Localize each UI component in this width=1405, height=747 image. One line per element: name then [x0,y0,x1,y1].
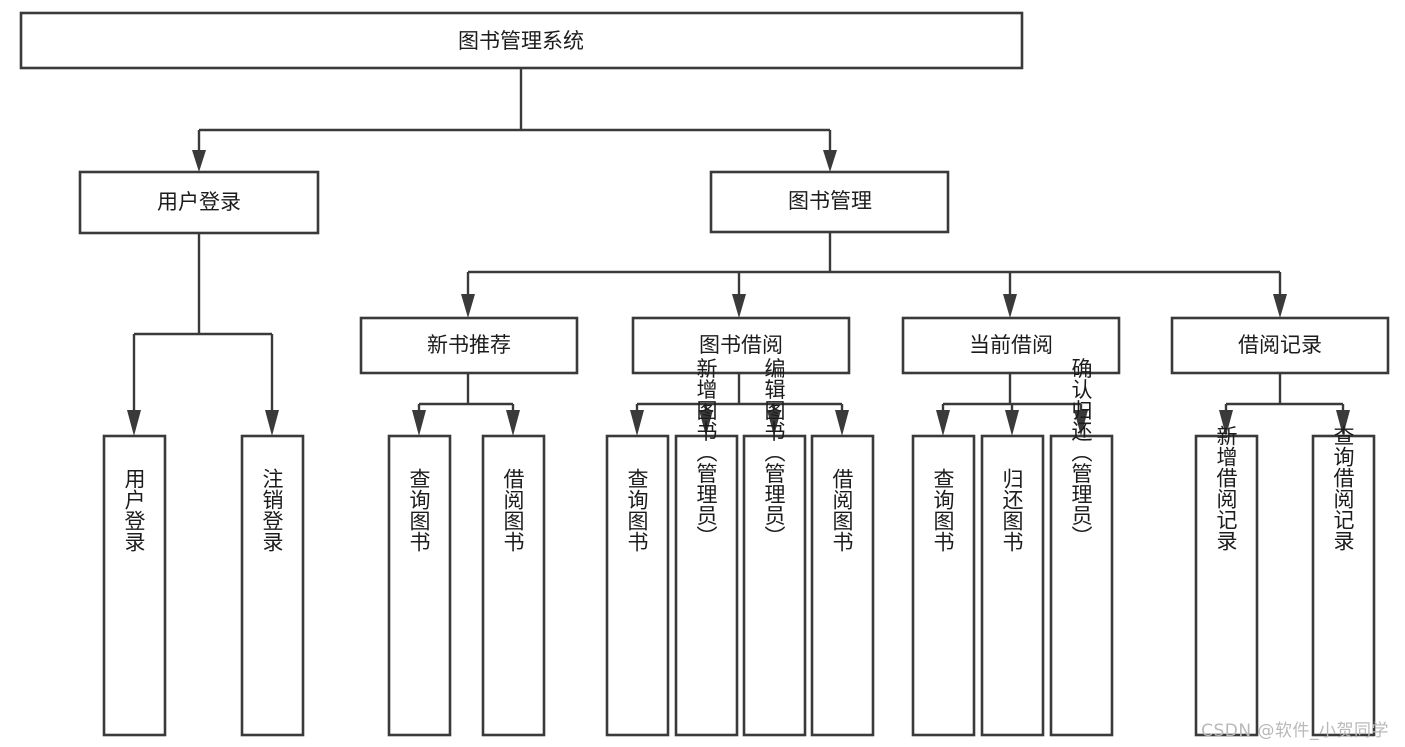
leaf-label-user-login-1: 用户登录 [122,468,146,552]
leaf-current-borrow-2[interactable]: 归还图书 [980,434,1045,737]
node-label-root: 图书管理系统 [458,29,584,53]
leaf-label-current-borrow-1: 查询图书 [931,468,955,552]
leaf-label-borrow-record-1: 新增借阅记录 [1214,425,1238,551]
node-current-borrow[interactable]: 当前借阅 [901,316,1121,375]
node-label-borrow-record: 借阅记录 [1238,333,1322,357]
leaf-box-current-borrow-3[interactable] [1049,434,1114,737]
leaf-new-book-2[interactable]: 借阅图书 [481,434,546,737]
arrow-bookborrow-leaf-1 [630,410,644,436]
node-box-book-borrow[interactable] [631,316,851,375]
arrow-currentborrow-leaf-2 [1005,410,1019,436]
arrow-currentborrow-leaf-3 [1074,410,1088,436]
arrow-bookborrow-leaf-2 [699,410,713,436]
leaf-box-book-borrow-4[interactable] [810,434,875,737]
arrow-userlogin-leaf-2 [265,410,279,436]
arrow-userlogin-leaf-1 [127,410,141,436]
node-user-login-module[interactable]: 用户登录 [78,170,320,235]
leaf-box-user-login-2[interactable] [240,434,305,737]
node-label-user-login: 用户登录 [157,190,241,214]
leaf-box-book-borrow-2[interactable] [674,434,739,737]
arrow-borrowrecord-leaf-2 [1336,410,1350,436]
node-box-book-manage[interactable] [709,170,950,234]
arrow-root-to-book-manage [823,150,837,172]
node-label-new-book-recommend: 新书推荐 [427,333,511,357]
node-box-root[interactable] [19,11,1024,70]
leaf-box-current-borrow-1[interactable] [911,434,976,737]
leaf-label-book-borrow-2: 新增图书（管理员） [694,358,718,547]
leaf-book-borrow-4[interactable]: 借阅图书 [810,434,875,737]
leaf-new-book-1[interactable]: 查询图书 [387,434,452,737]
leaf-box-book-borrow-3[interactable] [742,434,807,737]
leaf-borrow-record-1[interactable]: 新增借阅记录 [1194,425,1259,737]
leaf-label-user-login-2: 注销登录 [260,468,284,552]
leaf-label-current-borrow-2: 归还图书 [1000,468,1024,552]
leaf-box-new-book-1[interactable] [387,434,452,737]
leaf-label-borrow-record-2: 查询借阅记录 [1331,425,1355,551]
leaf-box-book-borrow-1[interactable] [605,434,670,737]
arrow-root-to-user-login [192,150,206,172]
leaf-current-borrow-3[interactable]: 确认归还（管理员） [1049,358,1114,737]
node-label-book-manage: 图书管理 [788,189,872,213]
leaf-box-borrow-record-1[interactable] [1194,434,1259,737]
connector-layer [127,68,1350,436]
csdn-watermark: CSDN @软件_小贺同学 [1201,721,1389,741]
leaf-box-current-borrow-2[interactable] [980,434,1045,737]
node-label-current-borrow: 当前借阅 [969,333,1053,357]
arrow-to-current-borrow [1003,294,1017,318]
leaf-label-book-borrow-3: 编辑图书（管理员） [762,358,786,547]
node-book-borrow[interactable]: 图书借阅 [631,316,851,375]
leaf-label-book-borrow-1: 查询图书 [625,468,649,552]
leaf-box-new-book-2[interactable] [481,434,546,737]
leaf-label-book-borrow-4: 借阅图书 [830,468,854,552]
leaf-user-login-2[interactable]: 注销登录 [240,434,305,737]
leaf-current-borrow-1[interactable]: 查询图书 [911,434,976,737]
node-book-manage-module[interactable]: 图书管理 [709,170,950,234]
leaf-book-borrow-2[interactable]: 新增图书（管理员） [674,358,739,737]
node-box-user-login[interactable] [78,170,320,235]
arrow-borrowrecord-leaf-1 [1219,410,1233,436]
node-box-new-book-recommend[interactable] [359,316,579,375]
leaf-book-borrow-3[interactable]: 编辑图书（管理员） [742,358,807,737]
leaf-label-current-borrow-3: 确认归还（管理员） [1069,358,1093,547]
node-label-book-borrow: 图书借阅 [699,333,783,357]
arrow-to-new-book [461,294,475,318]
node-root-system[interactable]: 图书管理系统 [19,11,1024,70]
arrow-newbook-leaf-2 [506,410,520,436]
leaf-user-login-1[interactable]: 用户登录 [102,434,167,737]
arrow-to-borrow-record [1273,294,1287,318]
arrow-newbook-leaf-1 [412,410,426,436]
leaf-book-borrow-1[interactable]: 查询图书 [605,434,670,737]
node-borrow-record[interactable]: 借阅记录 [1170,316,1390,375]
node-box-current-borrow[interactable] [901,316,1121,375]
leaf-box-user-login-1[interactable] [102,434,167,737]
leaf-label-new-book-2: 借阅图书 [501,468,525,552]
arrow-currentborrow-leaf-1 [936,410,950,436]
node-box-borrow-record[interactable] [1170,316,1390,375]
leaf-label-new-book-1: 查询图书 [407,468,431,552]
leaf-borrow-record-2[interactable]: 查询借阅记录 [1311,425,1376,737]
node-new-book-recommend[interactable]: 新书推荐 [359,316,579,375]
arrow-bookborrow-leaf-3 [767,410,781,436]
arrow-to-book-borrow [732,294,746,318]
leaf-box-borrow-record-2[interactable] [1311,434,1376,737]
arrow-bookborrow-leaf-4 [835,410,849,436]
